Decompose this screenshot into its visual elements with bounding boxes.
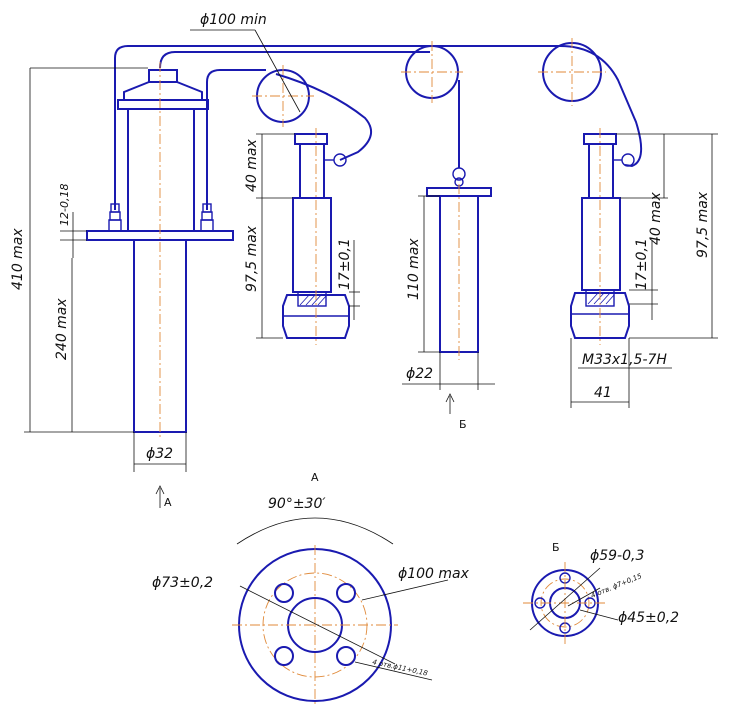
label-phi22: ϕ22: [406, 366, 433, 382]
label-40-max-b: 40 max: [648, 192, 664, 245]
view-arrow-a: [155, 485, 165, 508]
pulley-center: [401, 41, 463, 103]
label-97-5-max-b: 97,5 max: [695, 191, 711, 258]
label-12: 12-0,18: [58, 184, 71, 226]
view-marker-a: А: [164, 496, 172, 509]
label-240-max: 240 max: [54, 298, 70, 360]
label-17-a: 17±0,1: [337, 238, 353, 290]
label-410-max: 410 max: [10, 228, 26, 290]
label-thread: M33x1,5-7H: [582, 352, 667, 368]
label-110-max: 110 max: [406, 238, 422, 300]
view-arrow-b: [445, 393, 455, 414]
label-holes-b: 4 отв. ϕ7+0,15: [590, 572, 644, 600]
view-title-a: А: [311, 471, 319, 484]
label-phi100-max: ϕ100 max: [398, 566, 470, 582]
left-assembly: [86, 62, 234, 440]
label-97-5-max-a: 97,5 max: [244, 225, 260, 292]
view-b-flange: [523, 562, 619, 644]
sensor-assembly-4: [570, 128, 635, 345]
label-40-max-a: 40 max: [244, 139, 260, 192]
label-phi59: ϕ59-0,3: [590, 548, 644, 564]
label-phi73: ϕ73±0,2: [152, 575, 213, 591]
terminal-left: [108, 203, 122, 230]
label-angle: 90°±30′: [268, 496, 326, 512]
label-phi32: ϕ32: [146, 446, 173, 462]
label-41: 41: [594, 385, 612, 401]
label-17-b: 17±0,1: [634, 238, 650, 290]
pulley-left: [252, 65, 314, 127]
view-title-b: Б: [552, 541, 560, 554]
label-phi100-min: ϕ100 min: [200, 12, 267, 28]
label-phi45: ϕ45±0,2: [618, 610, 679, 626]
sensor-assembly-3: [426, 167, 492, 360]
sensor-assembly-2: [282, 128, 350, 345]
terminal-right: [200, 203, 214, 230]
view-marker-b: Б: [459, 418, 467, 431]
dimension-lines-top: [24, 29, 718, 472]
view-a-flange: [232, 517, 449, 706]
pulley-right: [538, 38, 606, 106]
